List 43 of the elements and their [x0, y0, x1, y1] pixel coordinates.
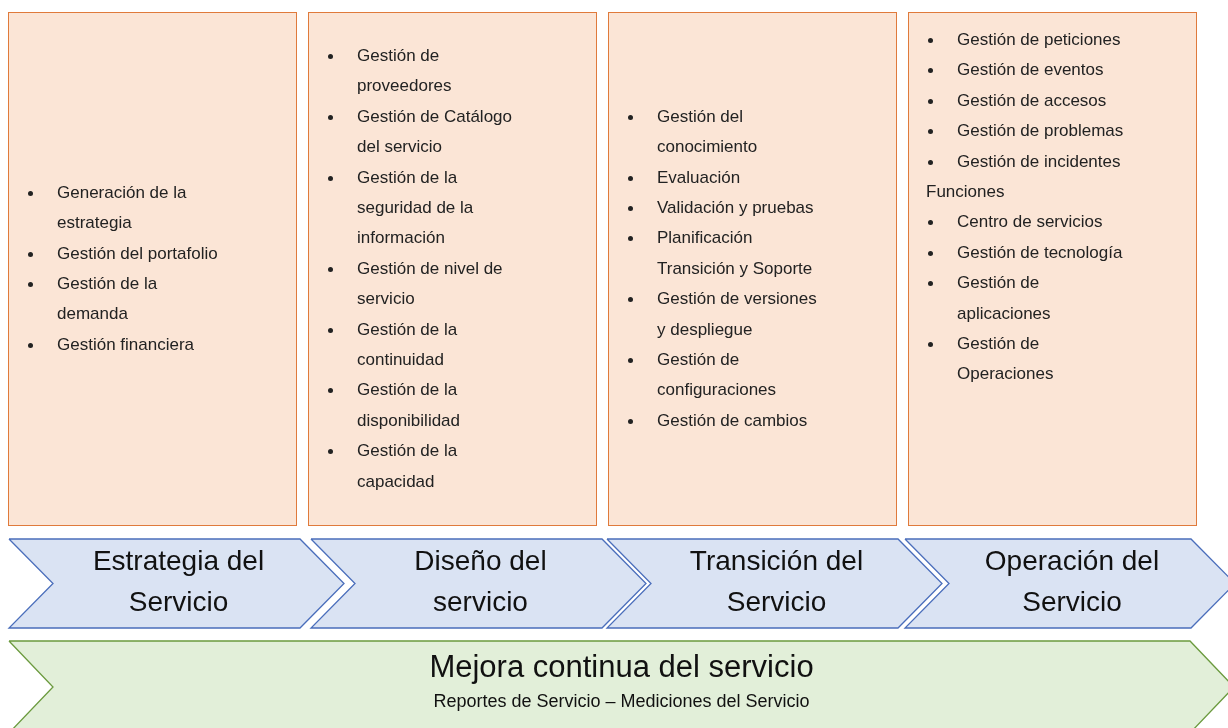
stage-banner — [607, 539, 942, 628]
improvement-banner — [9, 641, 1228, 728]
stage-banner — [311, 539, 646, 628]
list-item: Gestión de configuraciones — [657, 349, 778, 402]
list-item: Gestión de versiones y despliegue — [657, 288, 818, 341]
list-item: Gestión de la demanda — [57, 273, 159, 326]
list-item: Gestión de la capacidad — [357, 440, 459, 493]
stage-title: Diseño del servicio — [413, 544, 548, 619]
list-item: Planificación Transición y Soporte — [657, 227, 814, 280]
list-item: Gestión de incidentes — [957, 150, 1122, 173]
list-item: Gestión de cambios — [657, 409, 809, 432]
list-item: Gestión del portafolio — [57, 242, 219, 265]
stage-banner — [905, 539, 1228, 628]
list-item: Generación de la estrategia — [57, 181, 188, 235]
list-item: Validación y pruebas — [657, 197, 815, 219]
stage-title: Transición del Servicio — [688, 544, 865, 619]
section-heading: Funciones — [926, 181, 1006, 204]
list-item: Gestión de accesos — [957, 89, 1108, 112]
list-item: Gestión de peticiones — [957, 29, 1122, 51]
list-item: Gestión de la disponibilidad — [357, 379, 462, 432]
process-box — [908, 12, 1197, 526]
list-item: Evaluación — [657, 166, 742, 189]
list-item: Gestión de nivel de servicio — [357, 257, 504, 311]
process-box — [308, 12, 597, 526]
list-item: Gestión del conocimiento — [657, 105, 759, 159]
stage-title: Estrategia del Servicio — [91, 544, 266, 619]
list-item: Gestión de Operaciones — [957, 333, 1055, 386]
stage-title: Mejora continua del servicio — [428, 648, 815, 686]
list-item: Gestión financiera — [57, 333, 196, 356]
process-box — [608, 12, 897, 526]
process-box — [8, 12, 297, 526]
list-item: Gestión de proveedores — [357, 45, 453, 98]
list-item: Gestión de la continuidad — [357, 318, 459, 372]
list-item: Gestión de aplicaciones — [957, 272, 1052, 325]
stage-banner — [9, 539, 344, 628]
stage-title: Operación del Servicio — [983, 544, 1161, 619]
list-item: Gestión de tecnología — [957, 241, 1124, 264]
stage-subtitle: Reportes de Servicio – Mediciones del Servicio — [432, 690, 811, 713]
list-item: Gestión de la seguridad de la información — [357, 166, 475, 250]
list-item: Gestión de problemas — [957, 120, 1125, 143]
list-item: Gestión de eventos — [957, 59, 1105, 82]
list-item: Gestión de Catálogo del servicio — [357, 105, 513, 159]
list-item: Centro de servicios — [957, 211, 1104, 234]
